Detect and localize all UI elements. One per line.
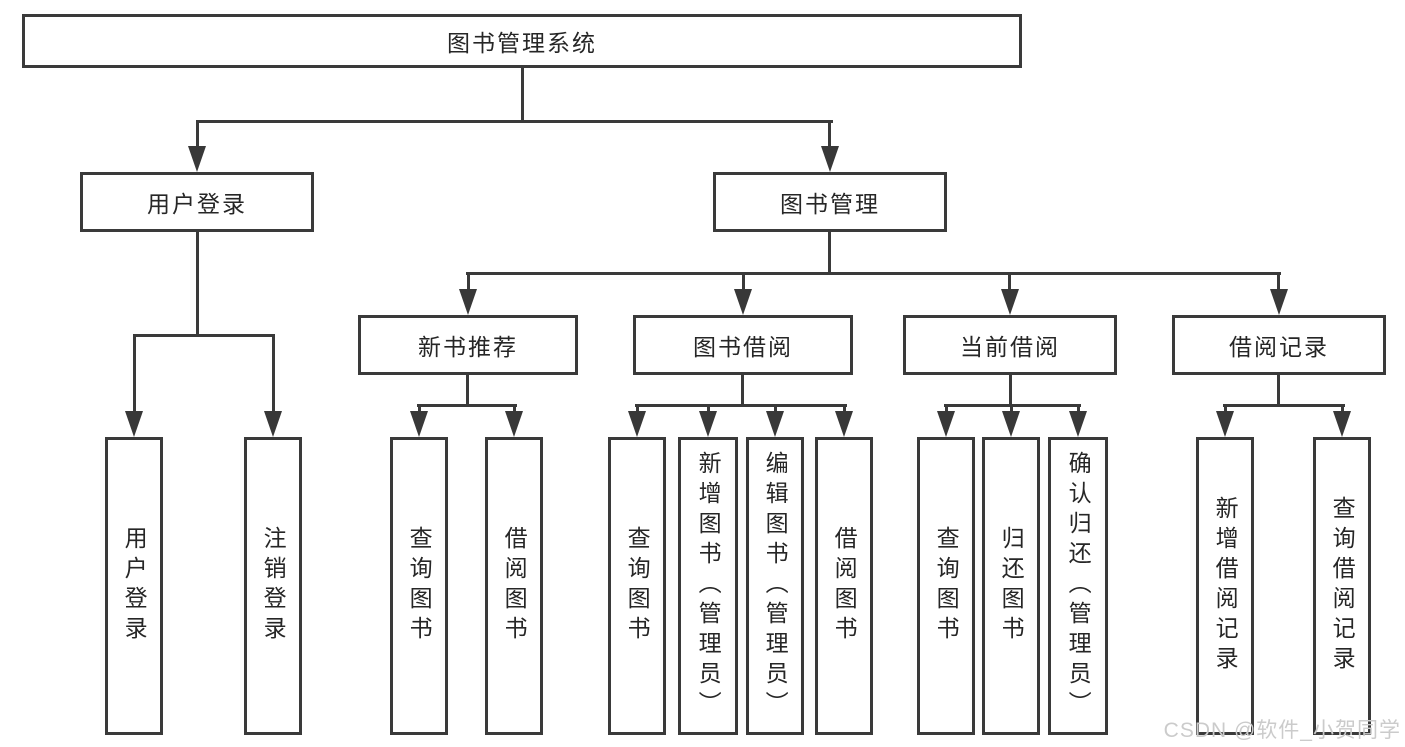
connector-line: [418, 404, 421, 414]
connector-line: [417, 404, 517, 407]
leaf-records-query: 查询借阅记录: [1313, 437, 1371, 735]
connector-line: [1277, 272, 1280, 290]
connector-line: [1010, 404, 1013, 414]
leaf-current-return: 归还图书: [982, 437, 1040, 735]
node-label: 查询图书: [406, 526, 433, 646]
connector-line: [272, 334, 275, 411]
connector-line: [1009, 375, 1012, 407]
connector-line: [636, 404, 639, 414]
connector-line: [1077, 404, 1080, 414]
arrow-down-icon: [821, 146, 839, 172]
arrow-down-icon: [1333, 411, 1351, 437]
leaf-records-add: 新增借阅记录: [1196, 437, 1254, 735]
node-root: 图书管理系统: [22, 14, 1022, 68]
connector-line: [828, 232, 831, 274]
node-label: 图书管理: [780, 191, 880, 217]
arrow-down-icon: [505, 411, 523, 437]
arrow-down-icon: [1216, 411, 1234, 437]
leaf-newbook-borrow: 借阅图书: [485, 437, 543, 735]
connector-line: [774, 404, 777, 414]
arrow-down-icon: [699, 411, 717, 437]
connector-line: [196, 232, 199, 336]
connector-line: [196, 120, 199, 148]
node-label: 编辑图书（管理员）: [762, 451, 789, 721]
arrow-down-icon: [264, 411, 282, 437]
connector-line: [133, 334, 136, 411]
node-label: 查询图书: [624, 526, 651, 646]
leaf-logout: 注销登录: [244, 437, 302, 735]
node-book-borrow: 图书借阅: [633, 315, 853, 375]
arrow-down-icon: [188, 146, 206, 172]
connector-line: [466, 375, 469, 407]
connector-line: [707, 404, 710, 414]
arrow-down-icon: [937, 411, 955, 437]
leaf-newbook-query: 查询图书: [390, 437, 448, 735]
arrow-down-icon: [766, 411, 784, 437]
connector-line: [1008, 272, 1011, 290]
node-label: 借阅图书: [501, 526, 528, 646]
connector-line: [945, 404, 948, 414]
node-label: 新增借阅记录: [1212, 496, 1239, 676]
leaf-user-login: 用户登录: [105, 437, 163, 735]
arrow-down-icon: [459, 289, 477, 315]
connector-line: [1341, 404, 1344, 414]
connector-line: [635, 404, 847, 407]
node-label: 用户登录: [121, 526, 148, 646]
arrow-down-icon: [1270, 289, 1288, 315]
connector-line: [513, 404, 516, 414]
arrow-down-icon: [125, 411, 143, 437]
node-label: 查询图书: [933, 526, 960, 646]
arrow-down-icon: [628, 411, 646, 437]
node-label: 借阅记录: [1229, 334, 1329, 360]
node-label: 新书推荐: [418, 334, 518, 360]
node-label: 归还图书: [998, 526, 1025, 646]
node-label: 图书借阅: [693, 334, 793, 360]
node-label: 确认归还（管理员）: [1065, 451, 1092, 721]
connector-line: [1224, 404, 1227, 414]
arrow-down-icon: [1069, 411, 1087, 437]
arrow-down-icon: [734, 289, 752, 315]
node-label: 借阅图书: [831, 526, 858, 646]
connector-line: [467, 272, 470, 290]
arrow-down-icon: [1002, 411, 1020, 437]
node-label: 注销登录: [260, 526, 287, 646]
connector-line: [133, 334, 275, 337]
connector-line: [521, 68, 524, 122]
leaf-borrow-edit-admin: 编辑图书（管理员）: [746, 437, 804, 735]
connector-line: [466, 272, 1281, 275]
connector-line: [828, 120, 831, 148]
connector-line: [741, 375, 744, 407]
node-new-book-recommend: 新书推荐: [358, 315, 578, 375]
connector-line: [843, 404, 846, 414]
node-label: 当前借阅: [960, 334, 1060, 360]
leaf-borrow-add-admin: 新增图书（管理员）: [678, 437, 738, 735]
leaf-current-confirm-admin: 确认归还（管理员）: [1048, 437, 1108, 735]
leaf-current-query: 查询图书: [917, 437, 975, 735]
node-label: 用户登录: [147, 191, 247, 217]
node-book-management: 图书管理: [713, 172, 947, 232]
leaf-borrow-query: 查询图书: [608, 437, 666, 735]
arrow-down-icon: [835, 411, 853, 437]
node-label: 图书管理系统: [447, 30, 597, 56]
connector-line: [196, 120, 833, 123]
connector-line: [1277, 375, 1280, 407]
node-current-borrow: 当前借阅: [903, 315, 1117, 375]
arrow-down-icon: [1001, 289, 1019, 315]
connector-line: [742, 272, 745, 290]
arrow-down-icon: [410, 411, 428, 437]
node-user-login: 用户登录: [80, 172, 314, 232]
leaf-borrow-book: 借阅图书: [815, 437, 873, 735]
node-label: 新增图书（管理员）: [695, 451, 722, 721]
csdn-watermark: CSDN @软件_小贺同学: [1163, 719, 1401, 742]
node-label: 查询借阅记录: [1329, 496, 1356, 676]
connector-line: [1223, 404, 1345, 407]
node-borrow-records: 借阅记录: [1172, 315, 1386, 375]
